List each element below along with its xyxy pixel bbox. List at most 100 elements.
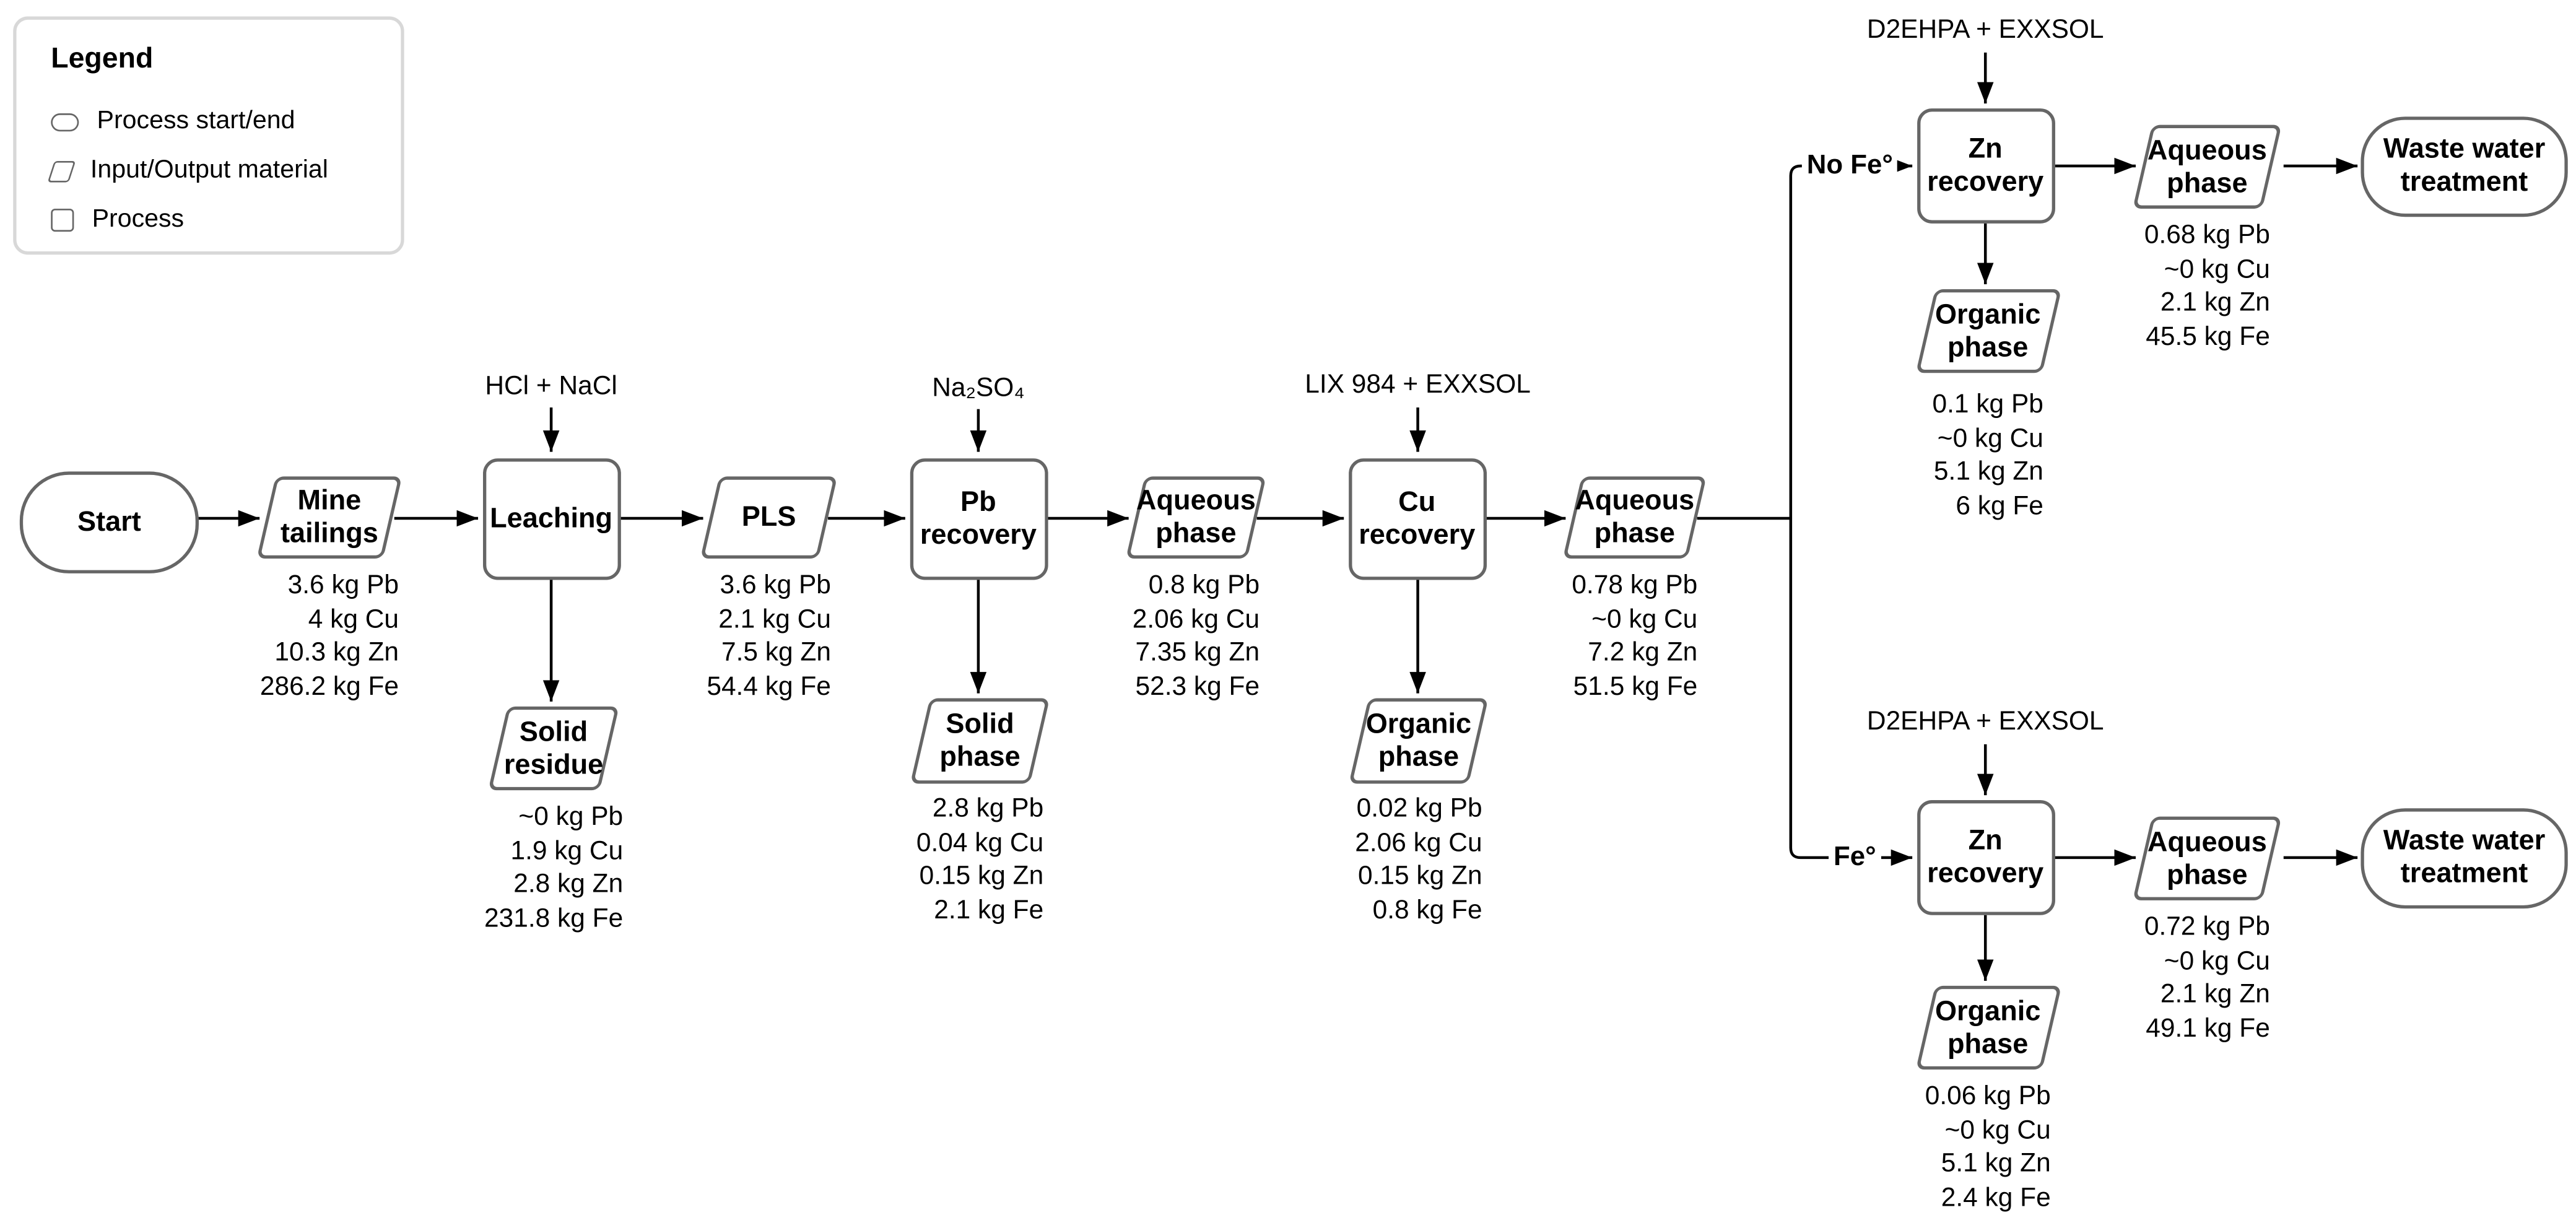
waste-water-treatment-fe-node: Waste water treatment [2361,807,2568,908]
waste-water-treatment-label: Waste water treatment [2383,133,2546,198]
aqueous-phase-no-fe-node: Aqueous phase [2131,124,2284,209]
stream-line: 0.02 kg Pb [1356,795,1482,824]
reagent-label-zn-no-fe: D2EHPA + EXXSOL [1866,16,2104,45]
organic-phase-label: Organic phase [1934,995,2041,1059]
stream-solid-phase: 2.8 kg Pb 0.04 kg Cu 0.15 kg Zn 2.1 kg F… [916,793,1043,929]
stream-line: ~0 kg Cu [1937,425,2043,453]
stream-line: 51.5 kg Fe [1573,673,1698,702]
stream-line: ~0 kg Cu [1944,1117,2051,1145]
zn-recovery-label: Zn recovery [1927,824,2044,889]
organic-phase-fe-node: Organic phase [1913,985,2062,1070]
legend-item-label: Input/Output material [90,156,328,185]
leaching-label: Leaching [490,502,613,533]
stream-line: 2.06 kg Cu [1132,605,1260,634]
stream-aqueous-fe: 0.72 kg Pb ~0 kg Cu 2.1 kg Zn 49.1 kg Fe [2144,912,2270,1047]
solid-phase-node: Solid phase [908,698,1051,784]
stream-line: ~0 kg Cu [1591,605,1698,634]
start-node: Start [19,471,199,573]
stream-line: ~0 kg Pb [518,803,624,832]
stream-line: 10.3 kg Zn [274,639,399,668]
cu-recovery-label: Cu recovery [1359,485,1476,550]
stream-aqueous-after-cu: 0.78 kg Pb ~0 kg Cu 7.2 kg Zn 51.5 kg Fe [1572,570,1697,706]
stream-line: 231.8 kg Fe [484,905,624,933]
branch-label-fe: Fe° [1829,842,1881,874]
pb-recovery-process: Pb recovery [909,457,1048,580]
legend-item-label: Process start/end [97,107,295,135]
stream-line: 2.1 kg Fe [934,896,1044,925]
aqueous-phase-label: Aqueous phase [1136,484,1256,549]
legend-item-input-output: Input/Output material [47,146,401,196]
reagent-label-leaching: HCl + NaCl [485,373,617,401]
stream-organic-no-fe: 0.1 kg Pb ~0 kg Cu 5.1 kg Zn 6 kg Fe [1933,390,2043,525]
aqueous-phase-after-pb-node: Aqueous phase [1124,476,1268,559]
stream-line: 45.5 kg Fe [2146,323,2270,352]
stream-line: 286.2 kg Fe [259,673,399,702]
reagent-label-cu-recovery: LIX 984 + EXXSOL [1305,371,1531,399]
pb-recovery-label: Pb recovery [920,485,1037,550]
reagent-label-zn-fe: D2EHPA + EXXSOL [1866,708,2104,736]
mine-tailings-label: Mine tailings [280,484,378,549]
stream-line: 5.1 kg Zn [1933,458,2043,487]
aqueous-phase-label: Aqueous phase [2147,825,2267,890]
stream-aqueous-after-pb: 0.8 kg Pb 2.06 kg Cu 7.35 kg Zn 52.3 kg … [1133,570,1260,706]
stream-line: 2.1 kg Cu [718,605,831,634]
solid-residue-label: Solid residue [503,715,604,780]
legend-panel: Legend Process start/end Input/Output ma… [13,16,404,255]
stream-line: 7.5 kg Zn [721,639,831,668]
pls-label: PLS [741,501,796,533]
zn-recovery-label: Zn recovery [1927,133,2044,198]
stream-line: 0.06 kg Pb [1925,1082,2051,1111]
legend-item-start-end: Process start/end [51,97,401,147]
stream-line: 3.6 kg Pb [720,572,831,600]
stream-line: 0.15 kg Zn [1357,863,1482,891]
reagent-label-pb-recovery: Na₂SO₄ [932,374,1025,403]
aqueous-phase-after-cu-node: Aqueous phase [1560,476,1708,559]
stream-line: 52.3 kg Fe [1135,673,1260,702]
waste-water-treatment-label: Waste water treatment [2383,824,2546,889]
stream-mine-tailings: 3.6 kg Pb 4 kg Cu 10.3 kg Zn 286.2 kg Fe [260,570,399,706]
stream-line: 0.8 kg Fe [1372,896,1482,925]
solid-residue-node: Solid residue [486,706,621,791]
stream-organic-after-cu: 0.02 kg Pb 2.06 kg Cu 0.15 kg Zn 0.8 kg … [1355,793,1482,929]
branch-label-no-fe: No Fe° [1801,150,1898,182]
arrow-junction-to-zn-no-fe [1789,157,1913,519]
stream-line: 0.8 kg Pb [1148,572,1260,600]
stream-line: 54.4 kg Fe [707,673,831,702]
stream-line: 0.1 kg Pb [1932,391,2043,419]
aqueous-phase-label: Aqueous phase [2147,134,2267,198]
organic-phase-after-cu-node: Organic phase [1347,698,1490,784]
stream-line: 0.68 kg Pb [2144,222,2270,250]
leaching-process: Leaching [482,457,620,580]
aqueous-phase-fe-node: Aqueous phase [2131,816,2284,900]
stream-solid-residue: ~0 kg Pb 1.9 kg Cu 2.8 kg Zn 231.8 kg Fe [484,802,623,938]
parallelogram-glyph [47,160,76,182]
stream-line: 0.72 kg Pb [2144,913,2270,942]
organic-phase-no-fe-node: Organic phase [1913,289,2062,373]
stream-organic-fe: 0.06 kg Pb ~0 kg Cu 5.1 kg Zn 2.4 kg Fe [1925,1081,2051,1217]
stream-line: 7.35 kg Zn [1135,639,1260,668]
cu-recovery-process: Cu recovery [1347,457,1486,580]
legend-item-label: Process [92,205,185,233]
stream-line: 1.9 kg Cu [510,837,624,866]
organic-phase-label: Organic phase [1934,298,2041,362]
organic-phase-label: Organic phase [1365,708,1472,772]
arrow-junction-to-zn-fe [1789,518,1913,866]
stream-pls: 3.6 kg Pb 2.1 kg Cu 7.5 kg Zn 54.4 kg Fe [707,570,831,706]
stream-line: 2.06 kg Cu [1355,829,1482,857]
stream-line: 0.04 kg Cu [916,829,1044,857]
stream-line: 2.8 kg Zn [513,871,624,899]
stream-line: 2.1 kg Zn [2160,289,2270,318]
stream-line: 49.1 kg Fe [2146,1015,2270,1043]
zn-recovery-fe-process: Zn recovery [1916,800,2055,915]
stream-line: ~0 kg Cu [2164,255,2270,284]
mine-tailings-node: Mine tailings [255,476,404,559]
stream-line: 5.1 kg Zn [1941,1150,2051,1178]
stream-line: 4 kg Cu [308,605,399,634]
pls-node: PLS [698,476,840,559]
stream-line: 2.4 kg Fe [1941,1184,2051,1213]
waste-water-treatment-no-fe-node: Waste water treatment [2361,116,2568,216]
stream-aqueous-no-fe: 0.68 kg Pb ~0 kg Cu 2.1 kg Zn 45.5 kg Fe [2144,220,2270,356]
